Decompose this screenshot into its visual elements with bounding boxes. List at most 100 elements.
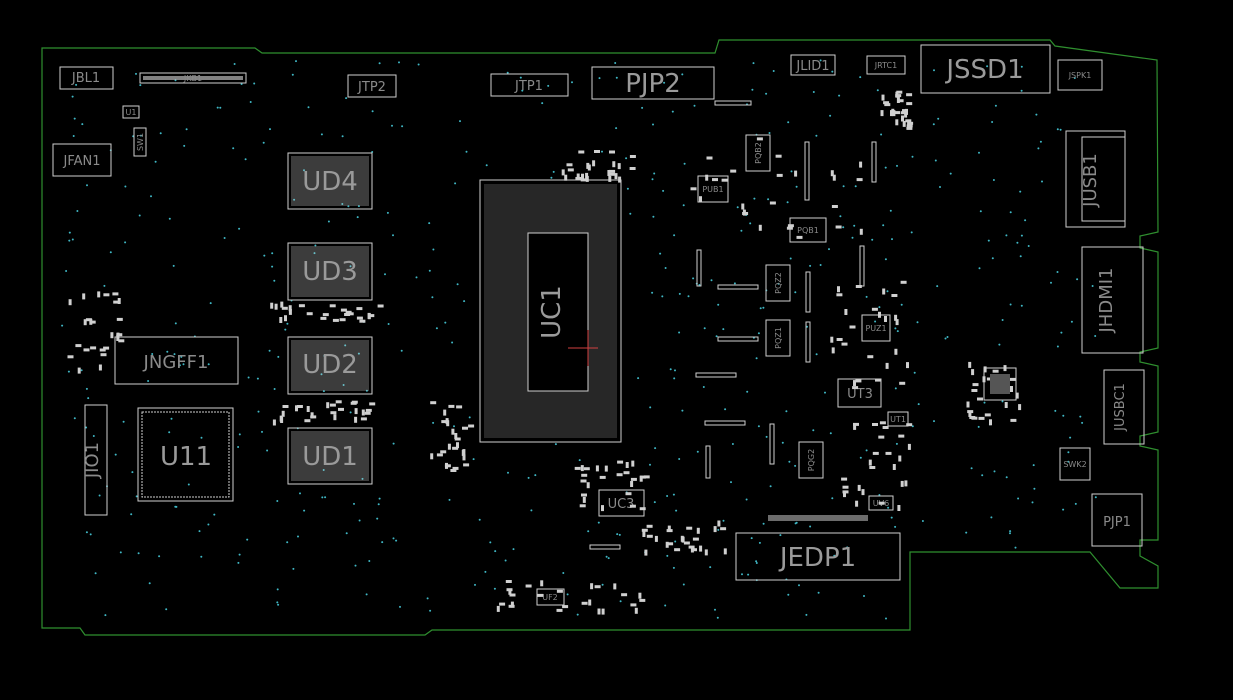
via xyxy=(1070,320,1073,323)
passive-part xyxy=(859,245,865,287)
component-jngff1[interactable]: JNGFF1 xyxy=(114,336,239,385)
component-pub1[interactable]: PUB1 xyxy=(697,175,729,203)
component-jusb1[interactable]: JUSB1 xyxy=(1065,130,1126,228)
component-ud4[interactable]: UD4 xyxy=(287,152,373,210)
component-ut3[interactable]: UT3 xyxy=(837,378,882,408)
passive-part xyxy=(580,479,587,483)
passive-part xyxy=(587,164,591,171)
component-pqg2[interactable]: PQG2 xyxy=(798,441,824,479)
via xyxy=(494,550,497,553)
via xyxy=(276,500,279,502)
passive-part xyxy=(68,299,72,306)
passive-part xyxy=(83,348,90,352)
passive-part xyxy=(298,304,305,308)
via xyxy=(257,410,260,413)
component-jtp1[interactable]: JTP1 xyxy=(490,73,569,97)
via xyxy=(327,220,330,223)
via xyxy=(256,377,259,380)
passive-part xyxy=(881,94,885,101)
label-uc1: UC1 xyxy=(537,285,567,339)
component-pjp2[interactable]: PJP2 xyxy=(591,66,715,100)
component-jusbc1[interactable]: JUSBC1 xyxy=(1103,369,1145,445)
passive-part xyxy=(617,163,621,170)
passive-part xyxy=(630,477,637,481)
component-u11[interactable]: U11 xyxy=(137,407,234,502)
component-pqb1[interactable]: PQB1 xyxy=(789,217,827,243)
label-uf2: UF2 xyxy=(542,593,558,602)
via xyxy=(615,76,618,79)
via xyxy=(417,63,420,66)
via xyxy=(463,300,466,303)
component-jbl1[interactable]: JBL1 xyxy=(59,66,114,90)
via xyxy=(1024,219,1027,222)
component-jkb1[interactable]: JKB1 xyxy=(139,72,247,84)
passive-part xyxy=(968,411,972,417)
component-jspk1[interactable]: JSPK1 xyxy=(1057,59,1103,91)
via xyxy=(168,431,171,434)
via xyxy=(139,84,142,87)
via xyxy=(68,239,71,242)
component-uc1[interactable]: UC1 xyxy=(479,179,622,443)
via xyxy=(263,254,266,257)
via xyxy=(933,420,935,423)
passive-part xyxy=(601,505,604,512)
via xyxy=(87,397,90,400)
via xyxy=(431,296,434,299)
component-ud1[interactable]: UD1 xyxy=(287,427,373,485)
label-jssd1: JSSD1 xyxy=(944,55,1023,85)
passive-part xyxy=(867,355,874,359)
component-jhdmi1[interactable]: JHDMI1 xyxy=(1081,246,1144,354)
via xyxy=(519,76,522,79)
component-pqz1[interactable]: PQZ1 xyxy=(765,319,791,357)
label-ut1: UT1 xyxy=(890,415,906,424)
component-jio1[interactable]: JIO1 xyxy=(82,404,108,516)
passive-part xyxy=(654,535,658,542)
component-ud2[interactable]: UD2 xyxy=(287,336,373,395)
component-u1[interactable]: U1 xyxy=(122,105,140,119)
via xyxy=(601,583,604,586)
component-jrtc1[interactable]: JRTC1 xyxy=(866,55,906,75)
component-jlid1[interactable]: JLID1 xyxy=(790,54,836,76)
passive-part xyxy=(280,417,284,423)
component-pjp1[interactable]: PJP1 xyxy=(1091,493,1143,547)
via xyxy=(662,189,665,192)
via xyxy=(944,337,947,340)
via xyxy=(745,498,748,501)
label-pjp2: PJP2 xyxy=(625,69,681,99)
component-puz1[interactable]: PUZ1 xyxy=(861,314,891,342)
via xyxy=(80,369,83,372)
passive-part xyxy=(884,103,891,107)
via xyxy=(1031,501,1034,504)
component-jfan1[interactable]: JFAN1 xyxy=(52,143,112,177)
passive-part xyxy=(288,305,292,312)
label-ud1: UD1 xyxy=(302,442,358,472)
via xyxy=(178,364,181,367)
passive-part xyxy=(769,201,776,205)
via xyxy=(244,158,247,161)
via xyxy=(237,446,240,448)
component-jtp2[interactable]: JTP2 xyxy=(347,74,397,98)
passive-part xyxy=(776,173,783,177)
component-swk2[interactable]: SWK2 xyxy=(1059,447,1091,481)
component-pqz2[interactable]: PQZ2 xyxy=(765,264,791,302)
via xyxy=(448,498,451,501)
component-uf2[interactable]: UF2 xyxy=(536,588,565,606)
via xyxy=(654,447,657,450)
component-sw1[interactable]: SW1 xyxy=(133,127,147,157)
passive-part xyxy=(1010,386,1013,392)
passive-part xyxy=(730,169,737,173)
via xyxy=(320,373,323,376)
component-ut1[interactable]: UT1 xyxy=(887,411,909,427)
via xyxy=(174,505,177,508)
component-jedp1[interactable]: JEDP1 xyxy=(735,515,901,581)
passive-part xyxy=(629,167,636,170)
passive-part xyxy=(304,419,311,423)
component-ud3[interactable]: UD3 xyxy=(287,242,373,301)
via xyxy=(320,133,323,136)
passive-part xyxy=(972,383,979,387)
component-jssd1[interactable]: JSSD1 xyxy=(920,44,1051,94)
component-uc3[interactable]: UC3 xyxy=(598,489,645,517)
via xyxy=(68,231,71,234)
passive-part xyxy=(616,473,623,477)
component-pqb2[interactable]: PQB2 xyxy=(745,134,771,172)
